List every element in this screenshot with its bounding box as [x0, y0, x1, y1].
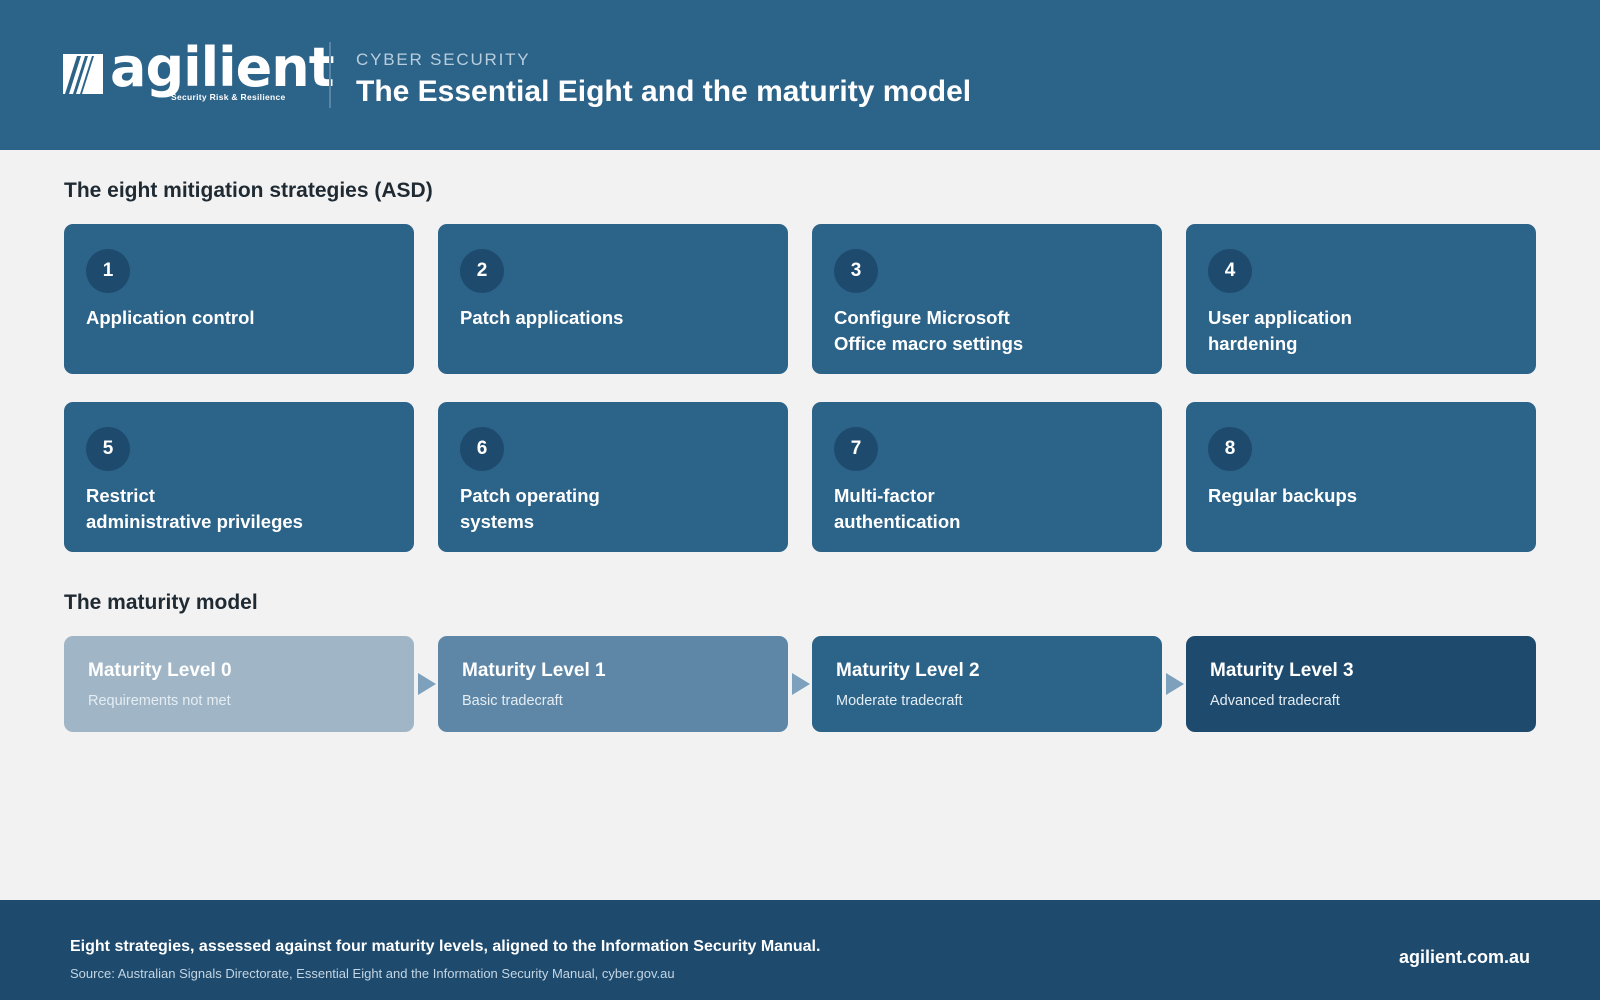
arrow-right-icon: [792, 673, 810, 695]
strategy-number-badge: 4: [1208, 249, 1252, 293]
maturity-level-title: Maturity Level 1: [462, 660, 606, 681]
strategy-number-badge: 5: [86, 427, 130, 471]
footer-source-citation: Source: Australian Signals Directorate, …: [70, 966, 675, 981]
maturity-level-title: Maturity Level 2: [836, 660, 980, 681]
strategy-number-badge: 8: [1208, 427, 1252, 471]
agilient-logo[interactable]: agilient Security Risk & Resilience: [63, 38, 335, 104]
maturity-level-description: Requirements not met: [88, 693, 231, 709]
header-kicker: CYBER SECURITY: [356, 50, 531, 69]
logo-mark-icon: [63, 54, 103, 94]
maturity-section-title: The maturity model: [64, 591, 258, 614]
footer: Eight strategies, assessed against four …: [0, 900, 1600, 1000]
header-banner: agilient Security Risk & Resilience CYBE…: [0, 0, 1600, 150]
strategy-number-badge: 7: [834, 427, 878, 471]
strategy-card-2[interactable]: 2 Patch applications: [438, 224, 788, 374]
arrow-right-icon: [1166, 673, 1184, 695]
strategies-section-title: The eight mitigation strategies (ASD): [64, 179, 433, 202]
strategy-card-8[interactable]: 8 Regular backups: [1186, 402, 1536, 552]
logo-wordmark: agilient: [110, 36, 335, 99]
website-link[interactable]: agilient.com.au: [1398, 947, 1530, 967]
strategy-number-badge: 6: [460, 427, 504, 471]
header-divider: [329, 42, 331, 108]
strategy-number-badge: 2: [460, 249, 504, 293]
maturity-level-description: Moderate tradecraft: [836, 693, 963, 709]
strategy-label: Application control: [86, 307, 255, 328]
logo-tagline: Security Risk & Resilience: [171, 92, 286, 102]
maturity-level-0-card[interactable]: Maturity Level 0 Requirements not met: [64, 636, 414, 732]
strategy-label: Regular backups: [1208, 485, 1358, 506]
maturity-level-2-card[interactable]: Maturity Level 2 Moderate tradecraft: [812, 636, 1162, 732]
maturity-level-description: Basic tradecraft: [462, 693, 563, 709]
maturity-level-title: Maturity Level 3: [1210, 660, 1354, 681]
maturity-level-1-card[interactable]: Maturity Level 1 Basic tradecraft: [438, 636, 788, 732]
strategy-card-1[interactable]: 1 Application control: [64, 224, 414, 374]
strategy-number-badge: 1: [86, 249, 130, 293]
strategy-label: Patch applications: [460, 307, 624, 328]
footer-summary: Eight strategies, assessed against four …: [70, 938, 821, 955]
maturity-level-description: Advanced tradecraft: [1210, 693, 1340, 709]
strategy-number-badge: 3: [834, 249, 878, 293]
arrow-right-icon: [418, 673, 436, 695]
page-title: The Essential Eight and the maturity mod…: [356, 75, 972, 108]
maturity-level-title: Maturity Level 0: [88, 660, 232, 681]
maturity-level-3-card[interactable]: Maturity Level 3 Advanced tradecraft: [1186, 636, 1536, 732]
